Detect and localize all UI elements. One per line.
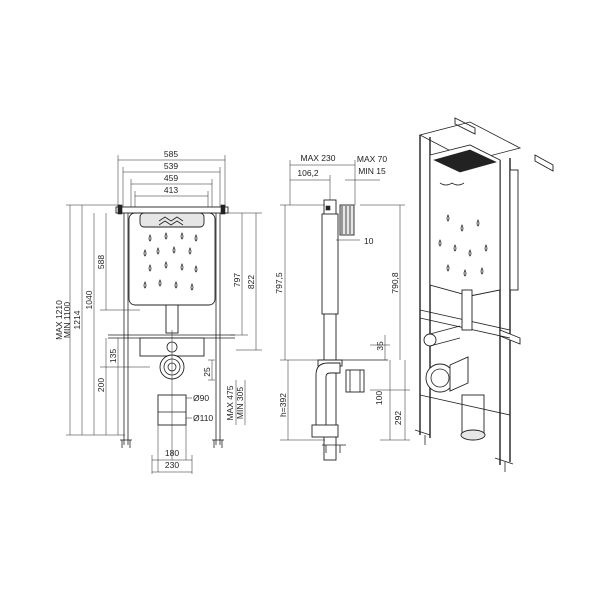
height-100: 100	[374, 391, 384, 405]
pipe-d110: Ø110	[193, 413, 213, 423]
side-height-dimensions: 797,5 790,8 35 100 292 h=392	[274, 204, 410, 441]
height-588: 588	[96, 255, 106, 269]
width-413: 413	[164, 185, 178, 195]
height-min-305: MIN 305	[235, 387, 245, 419]
height-1040: 1040	[84, 290, 94, 309]
height-797-5: 797,5	[274, 272, 284, 294]
height-200: 200	[96, 378, 106, 392]
height-max-475: MAX 475	[225, 385, 235, 420]
flush-plate-iso	[433, 149, 497, 173]
side-view: MAX 230 106,2 MAX 70 MIN 15 10	[274, 153, 410, 461]
flush-plate-side	[339, 204, 355, 236]
drain-bend-side	[315, 362, 341, 428]
height-797: 797	[232, 273, 242, 287]
height-790-8: 790,8	[390, 272, 400, 294]
height-1214: 1214	[72, 310, 82, 329]
bottom-width-dimensions: 180 230	[151, 425, 193, 474]
height-max-1210: MAX 1210	[54, 300, 64, 340]
right-height-dimensions: 797 822 25 MAX 475 MIN 305	[202, 212, 262, 425]
front-view: 585 539 459 413	[54, 149, 262, 474]
isometric-view	[414, 117, 554, 472]
width-dimensions: 585 539 459 413	[117, 149, 226, 212]
depth-106: 106,2	[297, 168, 319, 178]
plate-10: 10	[364, 236, 374, 246]
connector-side	[345, 369, 365, 393]
height-35: 35	[375, 341, 385, 351]
height-25: 25	[202, 367, 212, 377]
width-230: 230	[165, 460, 179, 470]
depth-max-230: MAX 230	[301, 153, 336, 163]
pipe-d90: Ø90	[193, 393, 209, 403]
height-min-1100: MIN 1100	[62, 302, 72, 338]
pipe-diameter-labels: Ø90 Ø110	[186, 393, 213, 423]
width-180: 180	[165, 448, 179, 458]
side-frame: 10	[311, 199, 388, 461]
width-585: 585	[164, 149, 178, 159]
water-drops	[143, 232, 198, 291]
depth-min-15: MIN 15	[358, 166, 386, 176]
side-top-dimensions: MAX 230 106,2 MAX 70 MIN 15	[289, 153, 388, 205]
front-frame	[108, 204, 235, 460]
width-459: 459	[164, 173, 178, 183]
left-height-dimensions: MAX 1210 MIN 1100 1214 1040 588 200 135	[54, 204, 150, 436]
cistern-iso	[429, 144, 501, 297]
cistern-side	[321, 213, 339, 315]
height-h-392: h=392	[278, 393, 288, 417]
depth-max-70: MAX 70	[357, 154, 388, 164]
water-drops-iso	[438, 214, 488, 277]
height-822: 822	[246, 275, 256, 289]
height-135: 135	[108, 349, 118, 363]
height-292: 292	[393, 411, 403, 425]
width-539: 539	[164, 161, 178, 171]
